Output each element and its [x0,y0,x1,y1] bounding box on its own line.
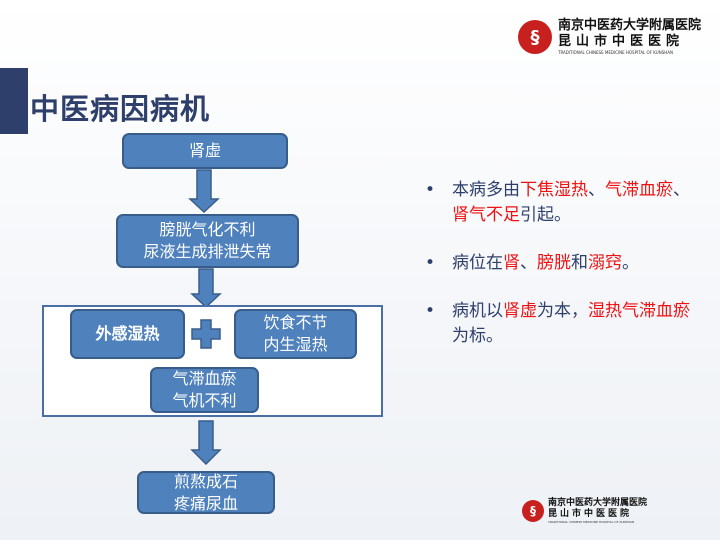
box-text: 尿液生成排泄失常 [143,242,272,261]
highlight-text: 气滞血瘀 [605,180,673,200]
bullet-text: 和 [571,253,588,273]
box-kidney-deficiency: 肾虚 [122,133,288,169]
logo-line1: 南京中医药大学附属医院 [548,498,648,508]
box-text: 外感湿热 [95,324,160,343]
bullet-text: 。 [622,253,639,273]
logo-line3: TRADITIONAL CHINESE MEDICINE HOSPITAL OF… [558,50,673,55]
bullet-dot-icon: • [425,180,436,200]
box-text: 膀胱气化不利 [159,220,256,239]
box-diet: 饮食不节 内生湿热 [234,309,357,359]
bullet-item: • 病机以肾虚为本，湿热气滞血瘀为标。 [425,299,705,349]
arrow-down-icon [190,420,222,465]
logo-line2: 昆山市中医医院 [548,509,633,519]
box-text: 肾虚 [188,141,221,160]
page-title: 中医病因病机 [30,92,211,126]
box-text: 饮食不节 [263,313,328,332]
bullet-dot-icon: • [425,301,436,321]
header-logo: § 南京中医药大学附属医院 昆山市中医医院 TRADITIONAL CHINES… [518,18,701,56]
bullet-text: 病机以 [452,301,503,321]
arrow-down-icon [190,268,222,308]
bullet-text: 病位在 [452,253,503,273]
box-text: 内生湿热 [263,335,328,354]
bullet-text: 、 [520,253,537,273]
footer-logo: § 南京中医药大学附属医院 昆山市中医医院 TRADITIONAL CHINES… [522,498,647,524]
plus-icon [191,319,221,349]
highlight-text: 湿热气滞血瘀 [588,301,690,321]
logo-line1: 南京中医药大学附属医院 [558,18,702,33]
box-text: 气滞血瘀 [172,369,237,388]
hospital-emblem-icon: § [518,20,552,54]
box-stone-formation: 煎熬成石 疼痛尿血 [137,471,275,514]
bullet-text: 、 [673,180,690,200]
box-text: 疼痛尿血 [173,493,238,513]
box-qi-stagnation: 气滞血瘀 气机不利 [150,367,259,413]
logo-line3: TRADITIONAL CHINESE MEDICINE HOSPITAL OF… [548,520,635,524]
bullet-text: 本病多由 [452,180,520,200]
bullet-text: 为本， [537,301,588,321]
title-accent-bar [0,68,28,134]
box-external-dampheat: 外感湿热 [70,309,185,359]
bullet-dot-icon: • [425,253,436,273]
bullet-text: 、 [588,180,605,200]
bullet-item: • 病位在肾、膀胱和溺窍。 [425,251,705,276]
hospital-emblem-icon: § [522,500,544,522]
highlight-text: 膀胱 [537,253,571,273]
highlight-text: 肾 [503,253,520,273]
box-bladder: 膀胱气化不利 尿液生成排泄失常 [116,214,299,268]
bullet-item: •本病多由下焦湿热、气滞血瘀、肾气不足引起。 [425,178,705,228]
bullet-text: 引起。 [520,205,571,225]
box-text: 气机不利 [172,391,237,410]
highlight-text: 溺窍 [588,253,622,273]
arrow-down-icon [188,169,220,213]
bullet-list: •本病多由下焦湿热、气滞血瘀、肾气不足引起。•病位在肾、膀胱和溺窍。•病机以肾虚… [425,178,705,372]
logo-line2: 昆山市中医医院 [558,34,685,49]
highlight-text: 肾气不足 [452,205,520,225]
highlight-text: 下焦湿热 [520,180,588,200]
bullet-text: 为标。 [452,326,503,346]
highlight-text: 肾虚 [503,301,537,321]
box-text: 煎熬成石 [173,471,238,491]
